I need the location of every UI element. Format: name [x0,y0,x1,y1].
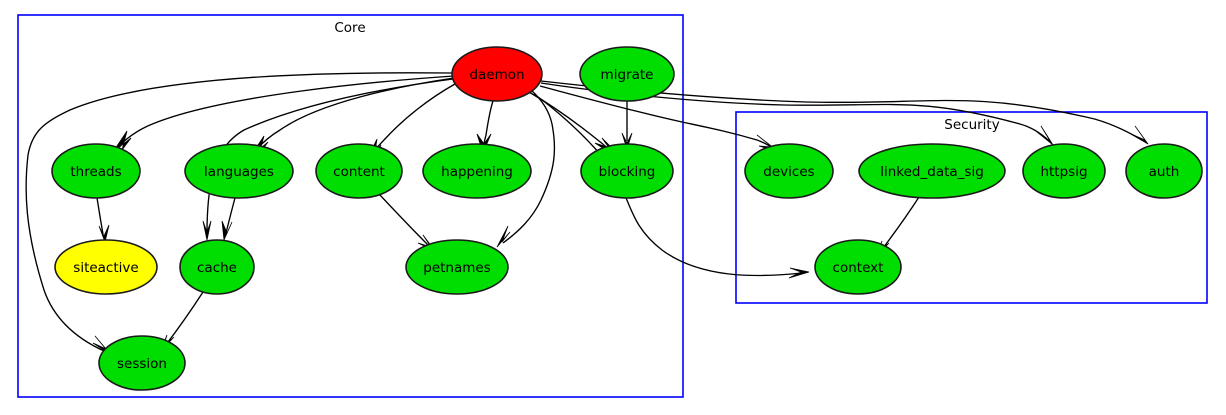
node-petnames[interactable]: petnames [405,239,509,295]
edge-line [533,93,803,277]
node-httpsig[interactable]: httpsig [1022,143,1106,199]
node-label-auth: auth [1149,164,1180,180]
node-label-cache: cache [197,260,237,276]
node-cache[interactable]: cache [179,239,255,295]
nodes-layer: daemon migrate threads languages content happ… [51,46,1203,391]
node-languages[interactable]: languages [184,143,294,199]
edge-line [502,89,556,244]
edge-line [879,196,920,253]
arrowhead-icon [1130,125,1149,145]
node-session[interactable]: session [98,335,186,391]
node-auth[interactable]: auth [1125,143,1203,199]
node-label-daemon: daemon [469,67,524,83]
cluster-core: Core [17,14,684,398]
node-migrate[interactable]: migrate [579,46,675,102]
node-shape-migrate[interactable] [579,46,675,102]
node-shape-devices[interactable] [744,143,834,199]
node-label-migrate: migrate [601,67,654,83]
node-context[interactable]: context [814,239,902,295]
edge-daemon-to-devices [539,85,780,153]
node-label-blocking: blocking [599,164,656,180]
node-label-devices: devices [763,164,814,180]
edge-line [483,100,494,147]
edge-line [164,291,204,347]
node-daemon[interactable]: daemon [451,46,543,102]
edge-content-to-petnames [378,193,436,252]
node-label-threads: threads [70,164,121,180]
node-label-languages: languages [204,164,274,180]
node-label-content: content [333,164,385,180]
node-shape-threads[interactable] [51,143,141,199]
cluster-label-security: Security [944,117,999,133]
edge-line [539,85,774,149]
edge-daemon-to-context [533,93,810,279]
node-shape-session[interactable] [98,335,186,391]
arrowhead-icon [496,225,511,248]
node-label-context: context [833,260,884,276]
node-shape-cache[interactable] [179,239,255,295]
edge-daemon-to-petnames [496,89,556,248]
node-happening[interactable]: happening [422,143,532,199]
node-shape-content[interactable] [315,143,403,199]
cluster-border-security [735,111,1208,304]
node-shape-siteactive[interactable] [54,239,158,295]
cluster-border-core [17,14,684,398]
node-threads[interactable]: threads [51,143,141,199]
edge-line [96,197,104,235]
edge-threads-to-siteactive [96,197,110,244]
node-label-happening: happening [441,164,513,180]
node-devices[interactable]: devices [744,143,834,199]
node-shape-languages[interactable] [184,143,294,199]
node-label-linked_data_sig: linked_data_sig [880,164,984,180]
edge-line [118,75,455,147]
arrowhead-icon [221,220,233,242]
arrowhead-icon [98,224,110,244]
node-shape-context[interactable] [814,239,902,295]
edges-layer [25,72,1149,355]
node-shape-auth[interactable] [1125,143,1203,199]
edge-line [25,72,454,352]
edge-line [225,197,236,234]
arrowhead-icon [202,220,212,241]
cluster-security: Security [735,111,1208,304]
node-label-httpsig: httpsig [1040,164,1087,180]
node-blocking[interactable]: blocking [580,143,674,199]
edge-line [378,193,430,247]
node-label-session: session [117,356,167,372]
node-shape-daemon[interactable] [451,46,543,102]
edge-daemon-to-session [25,72,454,355]
node-label-siteactive: siteactive [73,260,138,276]
edge-languages-to-cache [221,197,236,242]
node-shape-linked_data_sig[interactable] [858,143,1006,199]
node-siteactive[interactable]: siteactive [54,239,158,295]
node-shape-petnames[interactable] [405,239,509,295]
cluster-label-core: Core [334,20,365,36]
node-label-petnames: petnames [423,260,491,276]
arrowhead-icon [1036,125,1054,146]
edge-line [370,83,456,156]
node-shape-happening[interactable] [422,143,532,199]
node-shape-blocking[interactable] [580,143,674,199]
node-shape-httpsig[interactable] [1022,143,1106,199]
node-linked_data_sig[interactable]: linked_data_sig [858,143,1006,199]
arrowhead-icon [788,267,810,279]
node-content[interactable]: content [315,143,403,199]
